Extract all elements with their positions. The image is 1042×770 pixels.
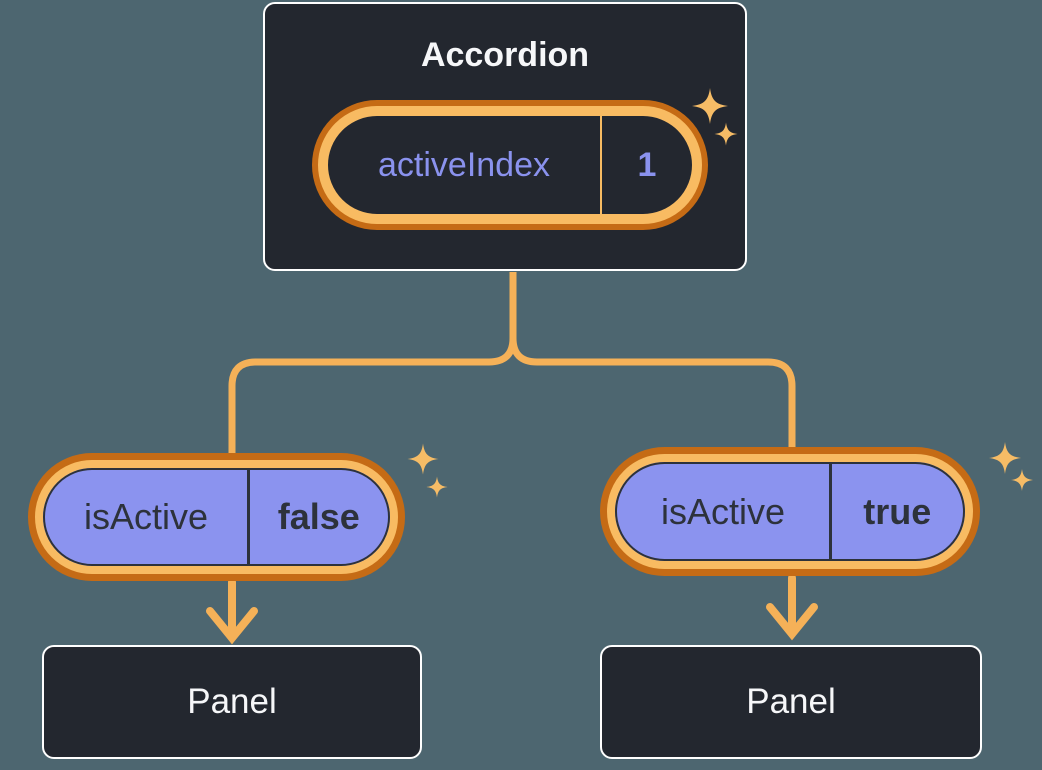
sparkle-icon xyxy=(407,443,439,475)
sparkle-icon xyxy=(714,122,738,146)
arrow-down-icon xyxy=(766,574,818,641)
panel-box-right: Panel xyxy=(600,645,982,759)
sparkle-icon xyxy=(426,476,448,498)
panel-title: Panel xyxy=(187,682,277,721)
panel-title: Panel xyxy=(746,682,836,721)
prop-pill-inner: isActive true xyxy=(615,462,965,561)
sparkle-icon xyxy=(1011,469,1033,491)
state-pill-value: 1 xyxy=(637,145,657,184)
prop-pill-value-cell: false xyxy=(250,470,389,564)
prop-pill-value-cell: true xyxy=(832,464,964,559)
prop-pill-label: isActive xyxy=(83,496,209,537)
prop-pill-is-active-true: isActive true xyxy=(607,454,973,569)
panel-box-left: Panel xyxy=(42,645,422,759)
prop-pill-label-cell: isActive xyxy=(45,470,247,564)
prop-pill-label-cell: isActive xyxy=(617,464,829,559)
state-pill-label-cell: activeIndex xyxy=(328,116,600,214)
prop-pill-divider xyxy=(247,470,250,564)
prop-pill-divider xyxy=(829,464,832,559)
state-pill-value-cell: 1 xyxy=(602,116,692,214)
state-pill-label: activeIndex xyxy=(378,145,550,184)
state-pill-divider xyxy=(600,116,602,214)
accordion-title: Accordion xyxy=(420,36,590,74)
sparkle-icon xyxy=(989,442,1021,474)
prop-pill-label: isActive xyxy=(660,490,786,532)
prop-pill-is-active-false: isActive false xyxy=(35,460,398,574)
sparkle-icon xyxy=(692,88,728,124)
prop-pill-value: true xyxy=(863,490,932,532)
prop-pill-inner: isActive false xyxy=(43,468,390,566)
branch-line-right xyxy=(509,272,796,458)
state-pill-active-index: activeIndex 1 xyxy=(318,106,702,224)
prop-pill-value: false xyxy=(277,496,360,537)
arrow-down-icon xyxy=(206,578,258,645)
